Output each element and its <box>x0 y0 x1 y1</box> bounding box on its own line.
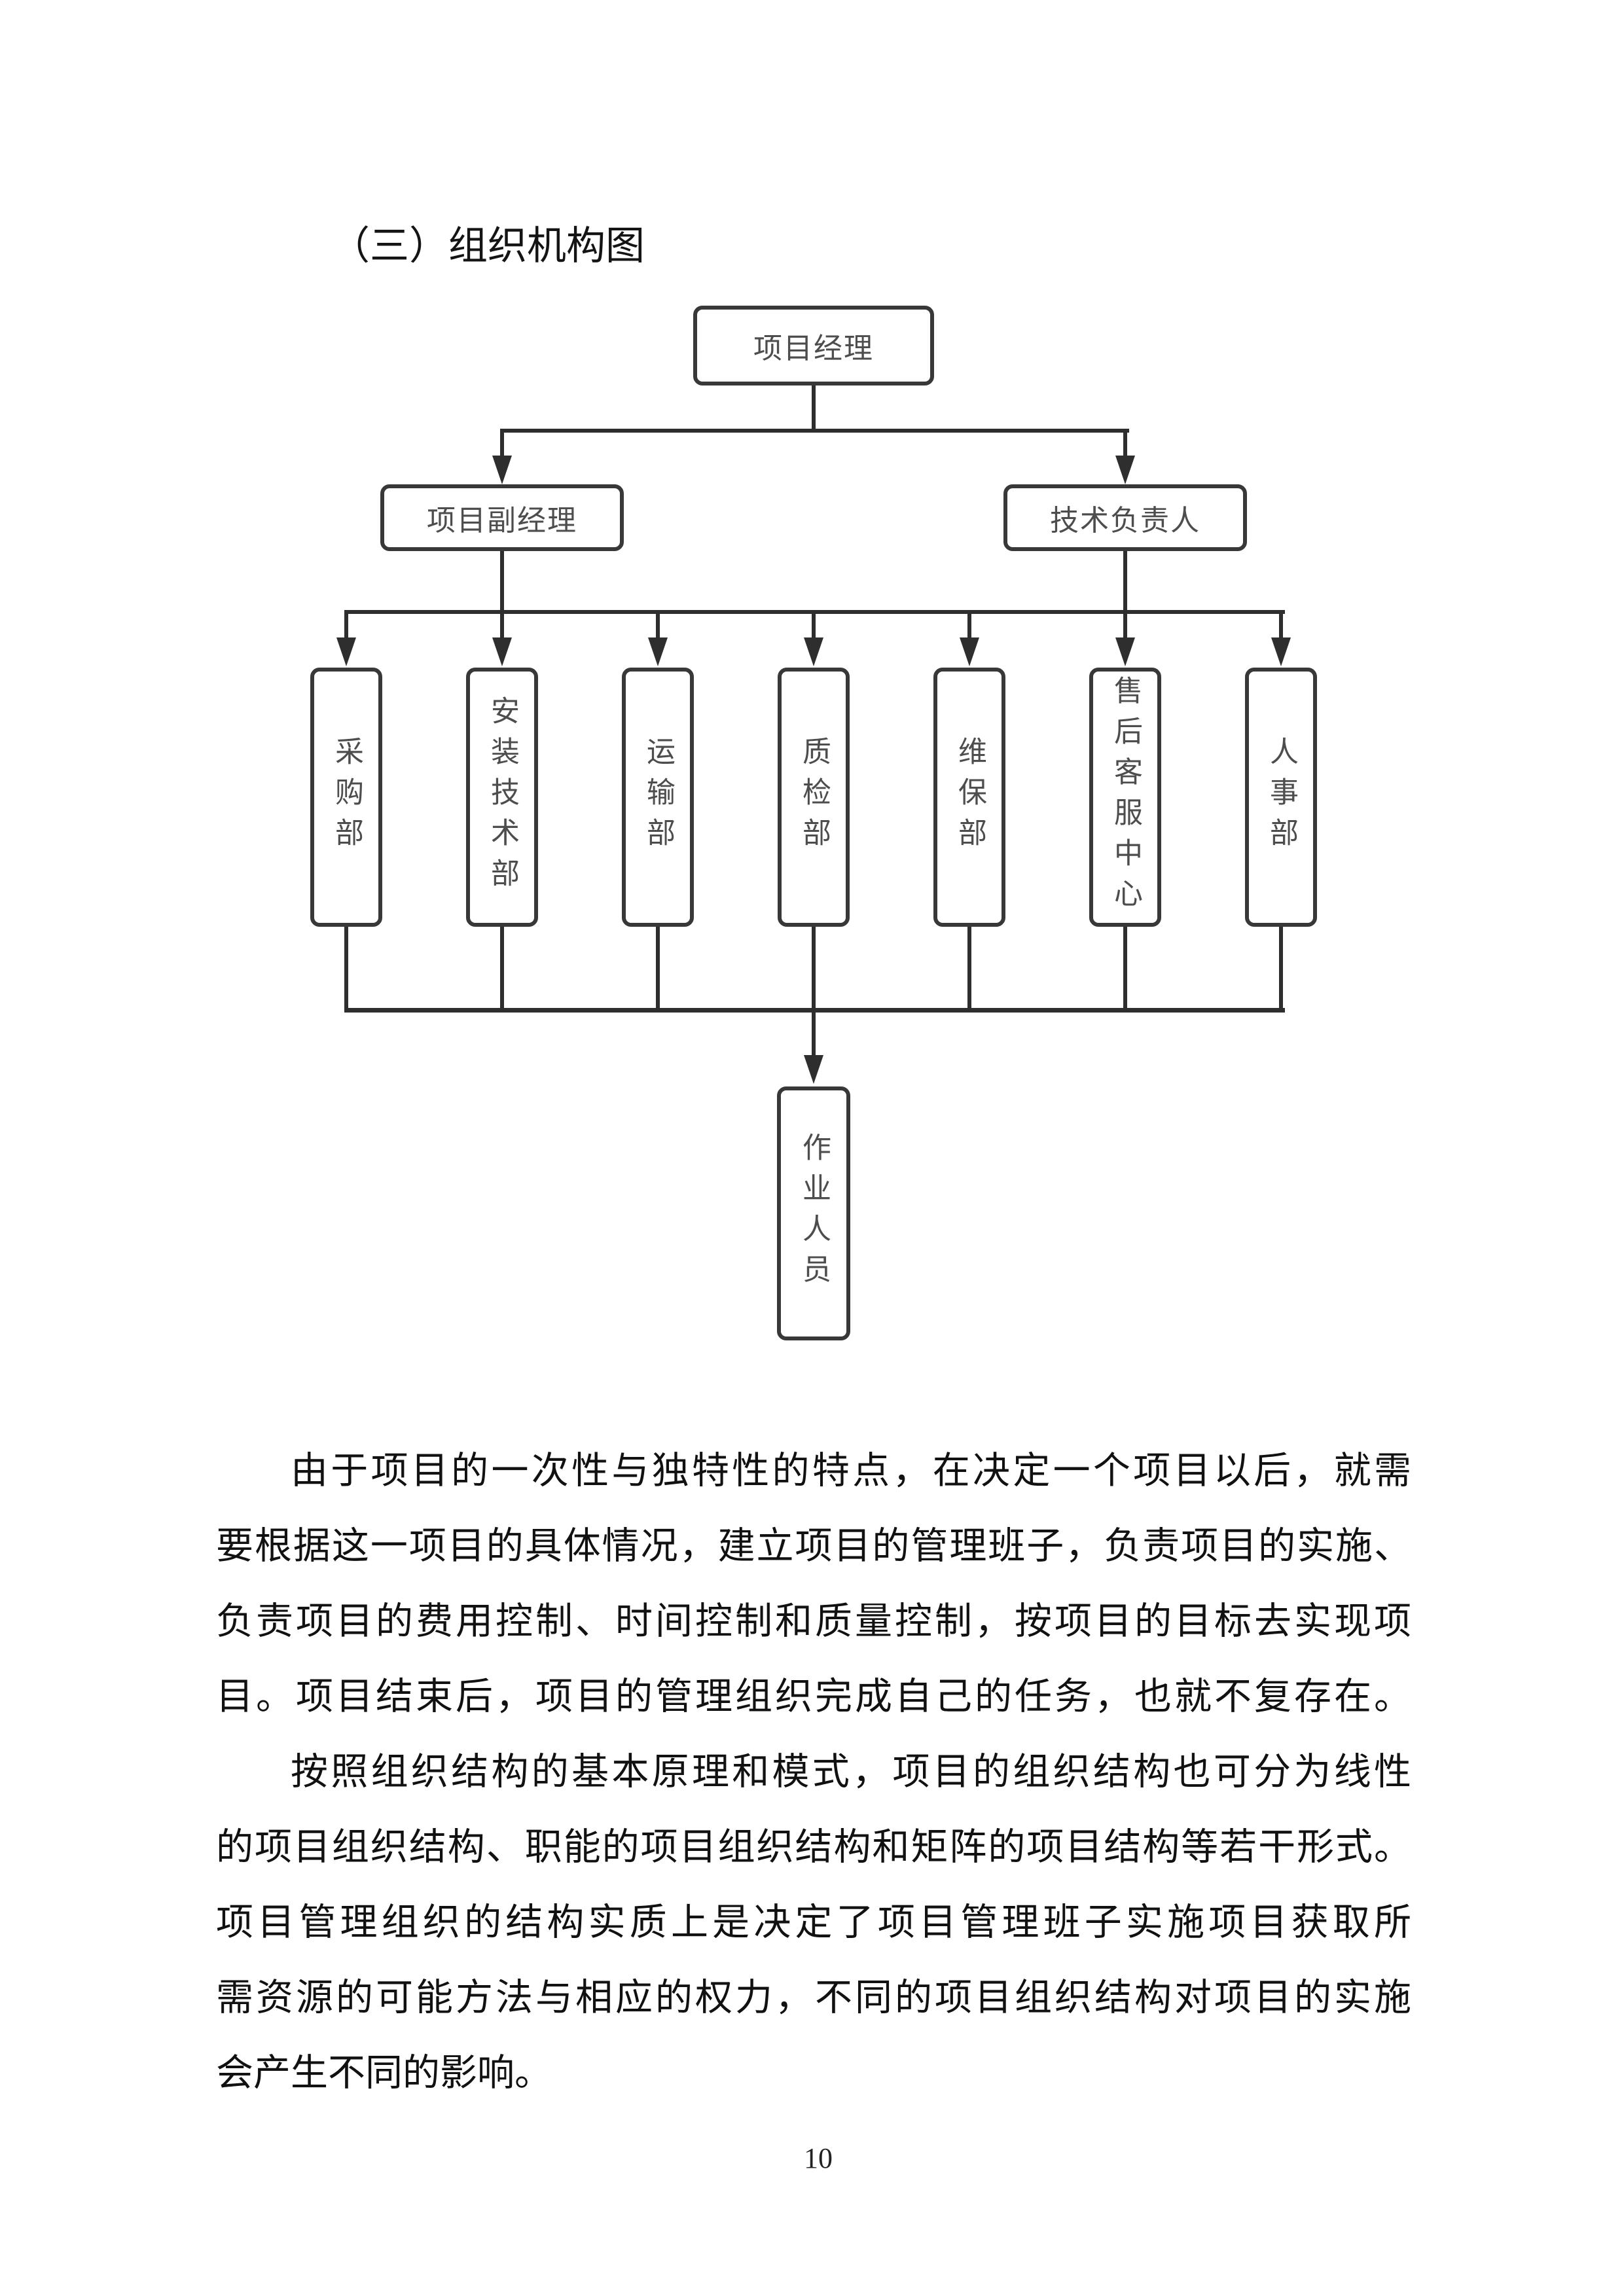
connector-drop <box>656 614 660 640</box>
org-node-label: 人事部 <box>1265 736 1297 858</box>
org-node-label: 项目副经理 <box>427 505 577 537</box>
body-line: 要根据这一项目的具体情况，建立项目的管理班子，负责项目的实施、 <box>216 1526 1411 1567</box>
arrowhead-down-icon <box>1271 637 1291 666</box>
connector-bus-bottom <box>344 1008 1285 1013</box>
org-node-label: 质检部 <box>798 736 830 858</box>
org-node-deputy-project-manager: 项目副经理 <box>380 484 624 551</box>
body-line: 负责项目的费用控制、时间控制和质量控制，按项目的目标去实现项 <box>216 1601 1411 1642</box>
org-chart: 项目经理 项目副经理 技术负责人 <box>310 306 1317 1340</box>
arrowhead-down-icon <box>336 637 356 666</box>
org-node-hr-dept: 人事部 <box>1245 668 1317 927</box>
org-node-installation-tech-dept: 安装技术部 <box>466 668 538 927</box>
connector-l2b-drop <box>1123 551 1127 614</box>
connector-rise <box>812 927 816 1012</box>
org-node-label: 售后客服中心 <box>1110 675 1142 919</box>
page-number: 10 <box>804 2142 833 2174</box>
arrowhead-down-icon <box>804 637 823 666</box>
body-line: 需资源的可能方法与相应的权力，不同的项目组织结构对项目的实施 <box>216 1977 1411 2018</box>
org-node-project-manager: 项目经理 <box>693 306 934 386</box>
arrowhead-down-icon <box>1115 456 1135 484</box>
arrowhead-down-icon <box>960 637 979 666</box>
connector-drop <box>812 614 816 640</box>
arrowhead-down-icon <box>492 637 512 666</box>
connector-rise <box>656 927 660 1012</box>
org-node-label: 采购部 <box>331 736 363 858</box>
org-node-quality-inspection-dept: 质检部 <box>778 668 850 927</box>
connector-rise <box>1279 927 1283 1012</box>
connector-drop-l2a <box>500 433 504 460</box>
connector-rise <box>344 927 348 1012</box>
connector-drop <box>1123 614 1127 640</box>
body-line: 按照组织结构的基本原理和模式，项目的组织结构也可分为线性 <box>291 1751 1411 1793</box>
body-line: 的项目组织结构、职能的项目组织结构和矩阵的项目结构等若干形式。 <box>216 1827 1411 1868</box>
connector-drop <box>967 614 971 640</box>
connector-l2a-drop <box>500 551 504 614</box>
org-node-maintenance-dept: 维保部 <box>933 668 1005 927</box>
arrowhead-down-icon <box>1115 637 1135 666</box>
org-node-aftersales-service-center: 售后客服中心 <box>1089 668 1161 927</box>
body-line: 项目管理组织的结构实质上是决定了项目管理班子实施项目获取所 <box>216 1902 1411 1943</box>
body-text: 由于项目的一次性与独特性的特点，在决定一个项目以后，就需 要根据这一项目的具体情… <box>216 1433 1411 2111</box>
arrowhead-down-icon <box>492 456 512 484</box>
section-heading: （三）组织机构图 <box>331 224 645 268</box>
connector-rise <box>967 927 971 1012</box>
org-node-label: 项目经理 <box>753 332 874 365</box>
org-node-label: 技术负责人 <box>1050 505 1200 537</box>
body-line: 目。项目结束后，项目的管理组织完成自己的任务，也就不复存在。 <box>216 1676 1411 1717</box>
arrowhead-down-icon <box>648 637 668 666</box>
connector-bus-level3 <box>344 610 1285 614</box>
org-node-procurement-dept: 采购部 <box>310 668 382 927</box>
org-node-label: 运输部 <box>642 736 674 858</box>
org-node-label: 安装技术部 <box>486 696 518 899</box>
connector-root-drop <box>812 386 816 431</box>
arrowhead-down-icon <box>804 1055 823 1084</box>
org-node-operations-personnel: 作业人员 <box>777 1086 850 1340</box>
connector-bus-level2 <box>500 429 1129 433</box>
org-node-transport-dept: 运输部 <box>622 668 694 927</box>
body-line: 由于项目的一次性与独特性的特点，在决定一个项目以后，就需 <box>291 1450 1411 1492</box>
connector-rise <box>500 927 504 1012</box>
connector-drop <box>500 614 504 640</box>
connector-drop <box>344 614 348 640</box>
connector-drop-l2b <box>1123 433 1127 460</box>
org-node-label: 作业人员 <box>798 1132 830 1295</box>
connector-drop <box>1279 614 1283 640</box>
body-line: 会产生不同的影响。 <box>216 2053 552 2094</box>
org-node-label: 维保部 <box>954 736 986 858</box>
connector-rise <box>1123 927 1127 1012</box>
org-node-technical-director: 技术负责人 <box>1003 484 1247 551</box>
connector-bottom-drop <box>812 1013 816 1057</box>
